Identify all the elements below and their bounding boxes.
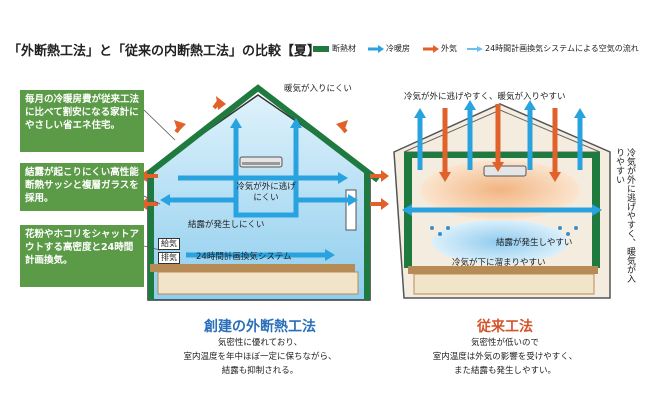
arrow-icon — [368, 44, 384, 53]
right-caption-line: 気密性が低いので — [470, 338, 539, 348]
tag-intake: 給気 — [158, 238, 180, 250]
left-caption-line: 結露も抑制される。 — [221, 366, 299, 376]
right-house — [393, 100, 611, 299]
right-caption: 気密性が低いので 室内温度は外気の影響を受けやすく、 また結露も発生しやすい。 — [390, 336, 620, 378]
tag-exhaust: 排気 — [158, 252, 180, 264]
left-caption-line: 室内温度を年中ほぼ一定に保ちながら、 — [183, 352, 337, 362]
left-heading: 創建の外断熱工法 — [204, 319, 316, 335]
right-caption-line: 室内温度は外気の影響を受けやすく、 — [432, 352, 578, 362]
arrow-icon — [423, 44, 439, 53]
page-title: 「外断熱工法」と「従来の内断熱工法」の比較【夏】 — [8, 44, 321, 59]
callout-ventilation: 花粉やホコリをシャットアウトする高密度と24時間計画換気。 — [20, 225, 144, 287]
legend-aircon-label: 冷暖房 — [386, 44, 410, 53]
callout-condensation: 結露が起こりにくい高性能断熱サッシと複層ガラスを採用。 — [20, 163, 144, 211]
label-ventilation-system: 24時間計画換気システム — [196, 252, 292, 262]
legend-outside-air-label: 外気 — [441, 44, 457, 53]
label-cold-air-retained: 冷気が外に逃げにくい — [236, 182, 296, 203]
label-cold-escapes-top: 冷気が外に逃げやすく、暖気が入りやすい — [404, 92, 566, 102]
label-condensation-more: 結露が発生しやすい — [496, 238, 573, 248]
arrow-icon — [467, 45, 483, 52]
legend-ventilation: 24時間計画換気システムによる空気の流れ — [467, 43, 639, 54]
left-caption: 気密性に優れており、 室内温度を年中ほぼ一定に保ちながら、 結露も抑制される。 — [140, 336, 380, 378]
legend-insulation: 断熱材 — [313, 43, 356, 54]
legend-ventilation-label: 24時間計画換気システムによる空気の流れ — [485, 44, 639, 53]
left-house — [138, 84, 389, 301]
right-caption-line: また結露も発生しやすい。 — [454, 366, 556, 376]
callout-energy-saving: 毎月の冷暖房費が従来工法に比べて割安になる家計にやさしい省エネ住宅。 — [20, 90, 144, 152]
label-condensation-less: 結露が発生しにくい — [188, 220, 265, 230]
legend-aircon: 冷暖房 — [368, 43, 410, 54]
legend-insulation-swatch — [313, 45, 329, 52]
label-warm-air-hard: 暖気が入りにくい — [284, 84, 352, 94]
left-caption-line: 気密性に優れており、 — [217, 338, 303, 348]
legend-outside-air: 外気 — [423, 43, 457, 54]
legend-insulation-label: 断熱材 — [332, 44, 356, 53]
right-heading: 従来工法 — [477, 319, 533, 335]
label-cold-pools: 冷気が下に溜まりやすい — [452, 258, 546, 268]
label-cold-escapes-side: 冷気が外に逃げやすく、暖気が入りやすい — [614, 148, 635, 283]
